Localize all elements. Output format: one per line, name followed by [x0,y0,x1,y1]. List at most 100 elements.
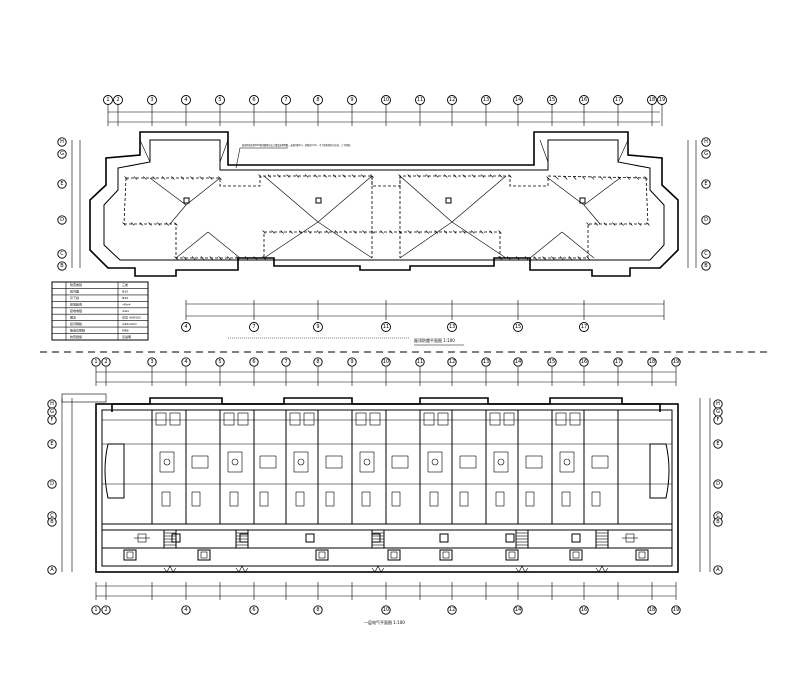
svg-text:H: H [704,139,708,145]
svg-text:G: G [716,409,720,415]
axis-bubble: 19 [657,95,667,105]
axis-bubble: 10 [381,357,391,367]
svg-text:A: A [50,567,54,573]
svg-text:13: 13 [483,359,489,365]
svg-text:1: 1 [94,359,97,365]
axis-bubble: E [701,179,711,189]
axis-bubble: 2 [101,357,111,367]
axis-bubble: 4 [181,95,191,105]
axis-bubble: B [47,517,57,527]
svg-text:16: 16 [581,359,587,365]
axis-bubble: 4 [181,605,191,615]
axis-bubble: 13 [447,322,457,332]
svg-text:8: 8 [316,607,319,613]
svg-text:H: H [50,401,54,407]
svg-text:C: C [50,513,54,519]
svg-text:5: 5 [218,97,221,103]
axis-bubble: A [47,565,57,575]
axis-bubble: G [713,407,723,417]
axis-bubble: 12 [447,357,457,367]
svg-text:G: G [704,151,708,157]
svg-text:14: 14 [515,97,521,103]
notes-label: 防雷措施 [70,334,82,339]
svg-text:B: B [50,519,54,525]
axis-bubble: D [701,215,711,225]
notes-label: 做法 [70,314,76,319]
axis-bubble: 4 [181,357,191,367]
axis-bubble: B [701,261,711,271]
axis-bubble: E [57,179,67,189]
svg-text:D: D [716,481,720,487]
notes-value: 详见 99D562 [122,314,141,319]
svg-text:B: B [60,263,64,269]
svg-text:12: 12 [449,97,455,103]
svg-text:6: 6 [252,607,255,613]
svg-text:11: 11 [383,324,389,330]
axis-bubble: 15 [547,95,557,105]
roof-note: 屋顶防雷采用Φ10镀锌圆钢沿女儿墙及屋脊明敷，支架间距1m，转角处0.5m，引下… [242,143,352,147]
svg-text:4: 4 [184,359,187,365]
svg-text:1: 1 [106,97,109,103]
axis-bubble: 2 [113,95,123,105]
axis-bubble: 3 [147,357,157,367]
svg-text:15: 15 [549,97,555,103]
axis-bubble: F [713,415,723,425]
axis-bubble: 16 [579,95,589,105]
axis-bubble: D [47,479,57,489]
svg-text:2: 2 [104,607,107,613]
notes-label: 接地电阻 [70,308,82,313]
axis-bubble: 8 [313,95,323,105]
axis-bubble: C [701,249,711,259]
svg-text:H: H [716,401,720,407]
svg-text:10: 10 [383,607,389,613]
axis-bubble: 8 [313,357,323,367]
notes-label: 引下线 [70,295,79,300]
svg-text:15: 15 [549,359,555,365]
axis-bubble: 3 [147,95,157,105]
axis-bubble: 18 [647,357,657,367]
svg-text:19: 19 [659,97,665,103]
svg-text:7: 7 [284,359,287,365]
axis-bubble: 9 [313,322,323,332]
svg-text:E: E [50,441,53,447]
axis-bubble: G [701,149,711,159]
notes-label: 接地装置 [70,302,82,307]
axis-bubble: 1 [91,605,101,615]
svg-text:9: 9 [350,97,353,103]
svg-text:8: 8 [316,97,319,103]
svg-text:D: D [704,217,708,223]
axis-bubble: 13 [481,95,491,105]
svg-text:A: A [716,567,720,573]
axis-bubble: 17 [579,322,589,332]
svg-text:13: 13 [483,97,489,103]
svg-text:18: 18 [649,97,655,103]
svg-text:19: 19 [673,359,679,365]
axis-bubble: 6 [249,357,259,367]
axis-bubble: H [701,137,711,147]
svg-text:10: 10 [383,359,389,365]
svg-text:10: 10 [383,97,389,103]
axis-bubble: 14 [513,357,523,367]
svg-text:C: C [60,251,64,257]
axis-bubble: C [57,249,67,259]
svg-text:9: 9 [350,359,353,365]
svg-text:C: C [704,251,708,257]
axis-bubble: 6 [249,95,259,105]
svg-text:G: G [60,151,64,157]
axis-bubble: 10 [381,95,391,105]
notes-value: Φ10 [122,296,128,300]
svg-text:4: 4 [184,324,187,330]
stair [235,529,249,573]
svg-text:F: F [717,417,720,423]
svg-text:14: 14 [515,359,521,365]
svg-text:18: 18 [649,607,655,613]
svg-text:1: 1 [94,607,97,613]
axis-bubble: B [713,517,723,527]
axis-bubble: 19 [671,605,681,615]
svg-text:18: 18 [649,359,655,365]
notes-label: 等电位联结 [70,327,85,332]
svg-text:7: 7 [252,324,255,330]
